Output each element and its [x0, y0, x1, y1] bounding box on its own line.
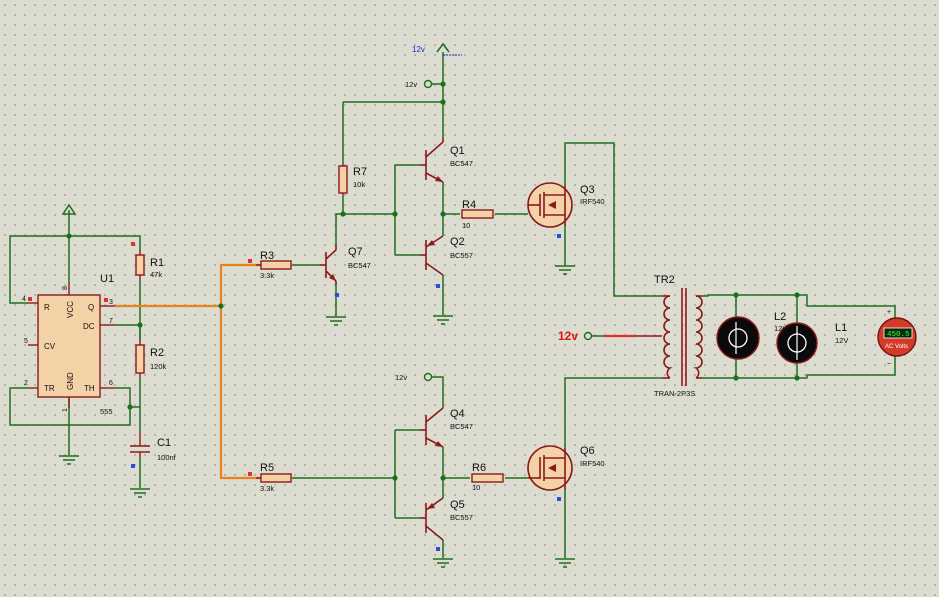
- lamp-l1[interactable]: L2 12V L1 12V: [774, 311, 848, 364]
- r4-value: 10: [462, 221, 470, 230]
- resistor-r6[interactable]: R6 10: [471, 462, 504, 492]
- meter-caption: AC Volts: [885, 344, 908, 350]
- ground-icon: [59, 455, 79, 465]
- resistor-r3[interactable]: R3 3.3k: [248, 250, 292, 280]
- transformer-tr2[interactable]: TR2 TRAN-2P3S: [636, 274, 703, 398]
- u1-pin-tr: TR: [44, 384, 55, 393]
- ground-symbols: [59, 265, 575, 568]
- q5-ref: Q5: [450, 499, 465, 511]
- u1-pinno-8: 8: [62, 286, 69, 290]
- meter-minus: −: [887, 361, 891, 368]
- lamp-l2[interactable]: [716, 316, 760, 360]
- q7-ref: Q7: [348, 246, 363, 258]
- r3-ref: R3: [260, 250, 274, 262]
- u1-pin-dc: DC: [83, 322, 95, 331]
- rail-terminal-q4[interactable]: 12v: [395, 372, 433, 382]
- r7-ref: R7: [353, 166, 367, 178]
- l1-value: 12V: [835, 336, 848, 345]
- wires: [9, 52, 896, 558]
- q6-ref: Q6: [580, 445, 595, 457]
- rail-q4-label: 12v: [395, 373, 407, 382]
- l1-ref: L1: [835, 322, 847, 334]
- resistor-r7[interactable]: R7 10k: [338, 163, 367, 195]
- mosfet-q6[interactable]: Q6 IRF540: [527, 445, 605, 501]
- junction-dots: [66, 81, 800, 481]
- ic-555-u1[interactable]: U1 R Q DC CV TR TH VCC GND 4 8 3 7 5 2 1…: [22, 273, 115, 416]
- q3-value: IRF540: [580, 197, 605, 206]
- q1-ref: Q1: [450, 145, 465, 157]
- transformer-input-label: 12v: [558, 329, 578, 343]
- r5-ref: R5: [260, 462, 274, 474]
- r2-ref: R2: [150, 347, 164, 359]
- u1-pin-gnd: GND: [66, 372, 75, 390]
- l2-value: 12V: [774, 324, 787, 333]
- tr2-value: TRAN-2P3S: [654, 389, 695, 398]
- q5-value: BC557: [450, 513, 473, 522]
- transistor-q5[interactable]: Q5 BC557: [420, 497, 473, 551]
- ground-icon: [433, 558, 453, 568]
- q4-ref: Q4: [450, 408, 465, 420]
- ground-icon: [555, 265, 575, 275]
- resistor-r5[interactable]: R5 3.3k: [248, 462, 292, 493]
- u1-pinno-4: 4: [22, 296, 26, 303]
- ground-icon: [130, 488, 150, 498]
- meter-plus: +: [887, 309, 891, 316]
- q3-ref: Q3: [580, 184, 595, 196]
- transistor-q2[interactable]: Q2 BC557: [420, 235, 473, 288]
- ac-voltmeter[interactable]: 450.5 AC Volts + −: [877, 309, 917, 368]
- meter-reading: 450.5: [887, 331, 910, 339]
- u1-pinno-5: 5: [24, 338, 28, 345]
- u1-pinno-7: 7: [109, 318, 113, 325]
- u1-pinno-3: 3: [109, 299, 113, 306]
- mosfet-q3[interactable]: Q3 IRF540: [527, 182, 605, 238]
- q2-ref: Q2: [450, 236, 465, 248]
- u1-pin-r: R: [44, 303, 50, 312]
- q1-value: BC547: [450, 159, 473, 168]
- c1-value: 100nf: [157, 453, 177, 462]
- u1-pin-th: TH: [84, 384, 95, 393]
- r5-value: 3.3k: [260, 484, 274, 493]
- transistor-q1[interactable]: Q1 BC547: [420, 138, 473, 183]
- u1-pinno-2: 2: [24, 380, 28, 387]
- transistor-q4[interactable]: Q4 BC547: [420, 407, 473, 448]
- r3-value: 3.3k: [260, 271, 274, 280]
- r2-value: 120k: [150, 362, 167, 371]
- transistor-q7[interactable]: Q7 BC547: [320, 245, 371, 297]
- r4-ref: R4: [462, 199, 476, 211]
- u1-pin-q: Q: [88, 303, 94, 312]
- resistor-r4[interactable]: R4 10: [461, 199, 494, 230]
- capacitor-c1[interactable]: C1 100nf: [130, 432, 177, 468]
- u1-pin-cv: CV: [44, 342, 56, 351]
- resistor-r1[interactable]: R1 47k: [131, 242, 164, 280]
- r7-value: 10k: [353, 180, 365, 189]
- r1-value: 47k: [150, 270, 162, 279]
- rail-q1-label: 12v: [405, 80, 417, 89]
- tr2-ref: TR2: [654, 274, 675, 286]
- transformer-input-terminal[interactable]: 12v: [558, 329, 593, 343]
- q2-value: BC557: [450, 251, 473, 260]
- r6-value: 10: [472, 483, 480, 492]
- q6-value: IRF540: [580, 459, 605, 468]
- c1-ref: C1: [157, 437, 171, 449]
- power-terminal-555: [61, 203, 77, 220]
- u1-pinno-6: 6: [109, 380, 113, 387]
- r6-ref: R6: [472, 462, 486, 474]
- u1-part: 555: [100, 407, 113, 416]
- u1-pinno-1: 1: [62, 408, 69, 412]
- supply-top-label: 12v: [412, 45, 425, 54]
- rail-terminal-q1[interactable]: 12v: [405, 79, 433, 89]
- q4-value: BC547: [450, 422, 473, 431]
- selected-wires[interactable]: [115, 263, 636, 480]
- l2-ref: L2: [774, 311, 786, 323]
- q7-value: BC547: [348, 261, 371, 270]
- resistor-r2[interactable]: R2 120k: [135, 340, 167, 378]
- u1-ref: U1: [100, 273, 114, 285]
- ground-icon: [326, 316, 346, 326]
- ground-icon: [433, 315, 453, 325]
- u1-pin-vcc: VCC: [66, 301, 75, 318]
- r1-ref: R1: [150, 257, 164, 269]
- ground-icon: [555, 558, 575, 568]
- supply-terminal-top[interactable]: 12v: [412, 42, 462, 56]
